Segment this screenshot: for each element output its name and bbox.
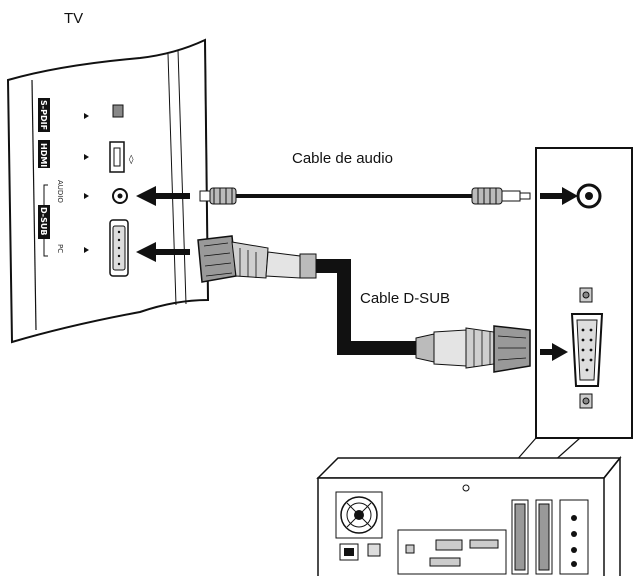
svg-text:AUDIO: AUDIO <box>56 180 64 203</box>
hdmi-jack-icon: ◊ <box>109 141 134 173</box>
audio-port-label: AUDIO <box>43 180 64 212</box>
tv-dsub-arrow <box>136 242 190 262</box>
svg-text:HDMI: HDMI <box>39 143 48 167</box>
hdmi-port-label: HDMI <box>38 140 50 168</box>
dsub-jack-icon <box>109 219 129 277</box>
tv-audio-arrow <box>136 186 190 206</box>
dsub-cable <box>197 235 531 373</box>
svg-text:PC: PC <box>56 244 64 253</box>
power-socket-icon <box>339 543 381 561</box>
audio-jack-icon <box>112 188 128 204</box>
pc-panel-zoom <box>535 147 633 439</box>
svg-text:S-PDIF: S-PDIF <box>39 100 48 130</box>
svg-text:◊: ◊ <box>129 154 134 165</box>
tv-rear-panel: S-PDIF HDMI AUDIO D-SUB PC <box>6 38 210 344</box>
pc-tower <box>316 455 622 576</box>
fan-icon <box>335 491 383 539</box>
pc-dsub-port-icon <box>570 287 604 409</box>
pc-port-label: PC <box>43 236 64 257</box>
spdif-jack-icon <box>112 104 124 118</box>
spdif-port-label: S-PDIF <box>38 98 50 132</box>
svg-text:D-SUB: D-SUB <box>39 207 48 235</box>
tv-label: TV <box>64 10 84 27</box>
pc-audio-jack-icon <box>576 183 602 209</box>
panel-indicators <box>84 113 89 253</box>
dsub-port-label: D-SUB <box>38 205 50 239</box>
audio-cable-label: Cable de audio <box>292 150 393 167</box>
audio-cable <box>199 187 531 205</box>
dsub-cable-label: Cable D-SUB <box>360 290 451 307</box>
